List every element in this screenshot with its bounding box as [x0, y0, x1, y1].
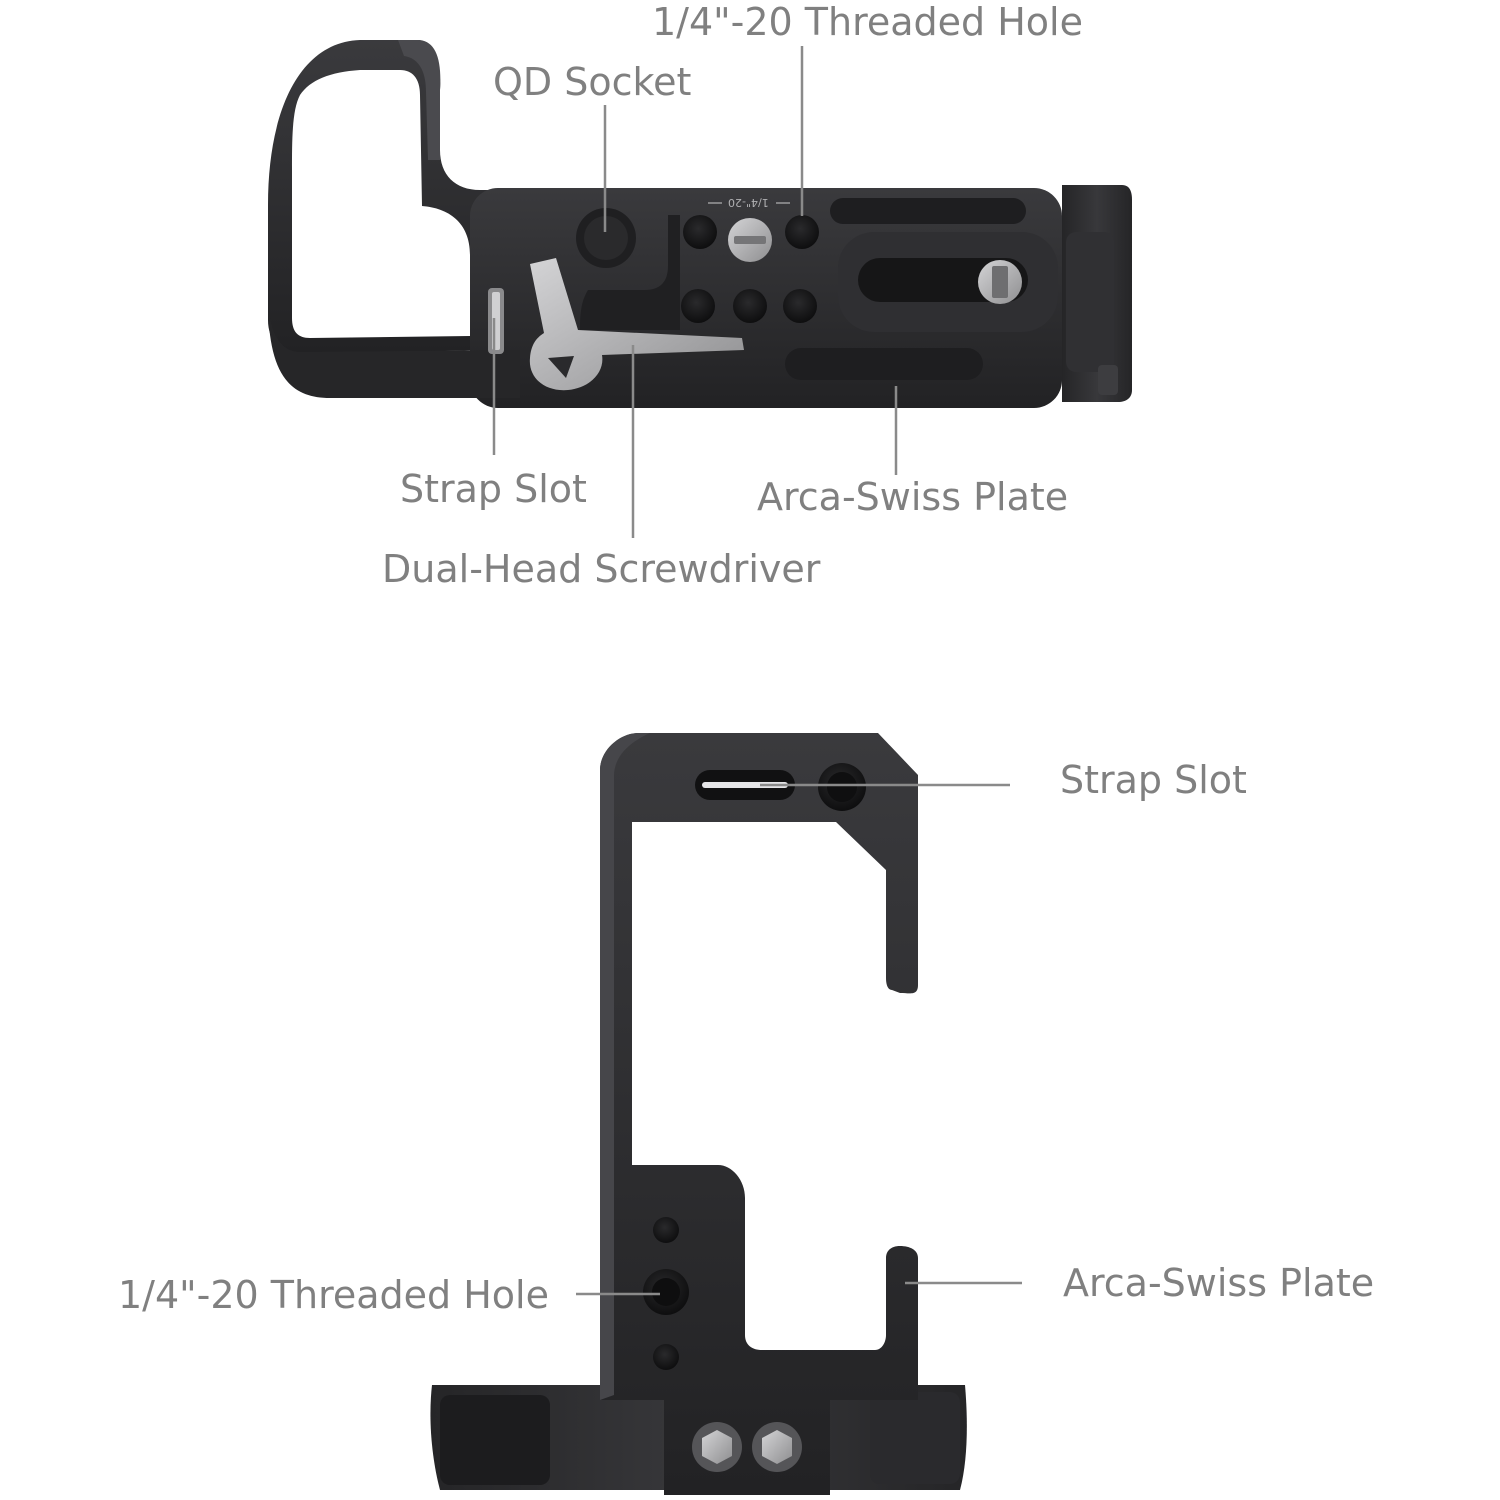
threaded-hole-5 [783, 289, 817, 323]
clamp-screw-slot [992, 266, 1008, 298]
screwdriver [529, 258, 744, 391]
side-clamp-knob [1098, 365, 1118, 395]
threaded-hole-3 [681, 289, 715, 323]
plate-groove-bottom [785, 348, 983, 380]
side-clamp-face [1066, 232, 1114, 372]
threaded-hole-1 [683, 215, 717, 249]
hex-screw-right-head [762, 1430, 792, 1464]
side-hole-small-lower [653, 1344, 679, 1370]
base-clamp-right [870, 1392, 960, 1484]
center-screw-slot [734, 236, 766, 244]
label-arca-plate-top: Arca-Swiss Plate [757, 475, 1069, 519]
side-hole-small-upper [653, 1217, 679, 1243]
screwdriver-eye [548, 356, 574, 378]
plate-engraving: 1/4"-20 [728, 196, 769, 209]
label-screwdriver: Dual-Head Screwdriver [382, 547, 821, 591]
qd-socket-inner [584, 216, 628, 260]
grip-cap [398, 40, 441, 160]
threaded-hole-2 [785, 215, 819, 249]
top-view-leaders [492, 46, 898, 538]
hex-screw-left-head [702, 1430, 732, 1464]
label-threaded-hole-side: 1/4"-20 Threaded Hole [118, 1273, 549, 1317]
grip-base [268, 300, 520, 398]
side-view-bracket [430, 733, 967, 1495]
top-view-bracket [268, 40, 1132, 408]
screwdriver-recess [580, 215, 680, 330]
threaded-hole-4 [733, 289, 767, 323]
label-qd-socket: QD Socket [493, 60, 692, 104]
frame-bevel [600, 733, 650, 1400]
strap-slot-pin-side [702, 782, 788, 788]
label-strap-slot-side: Strap Slot [1060, 758, 1247, 802]
base-clamp-shade [440, 1395, 550, 1485]
side-top-hole-inner [827, 772, 857, 802]
vertical-frame [600, 733, 918, 1495]
label-arca-plate-side: Arca-Swiss Plate [1063, 1261, 1375, 1305]
label-threaded-hole-top: 1/4"-20 Threaded Hole [652, 0, 1083, 44]
label-strap-slot-top: Strap Slot [400, 467, 587, 511]
plate-groove-top [830, 198, 1026, 224]
side-view-leaders [576, 783, 1022, 1296]
side-threaded-hole-inner [652, 1278, 680, 1306]
